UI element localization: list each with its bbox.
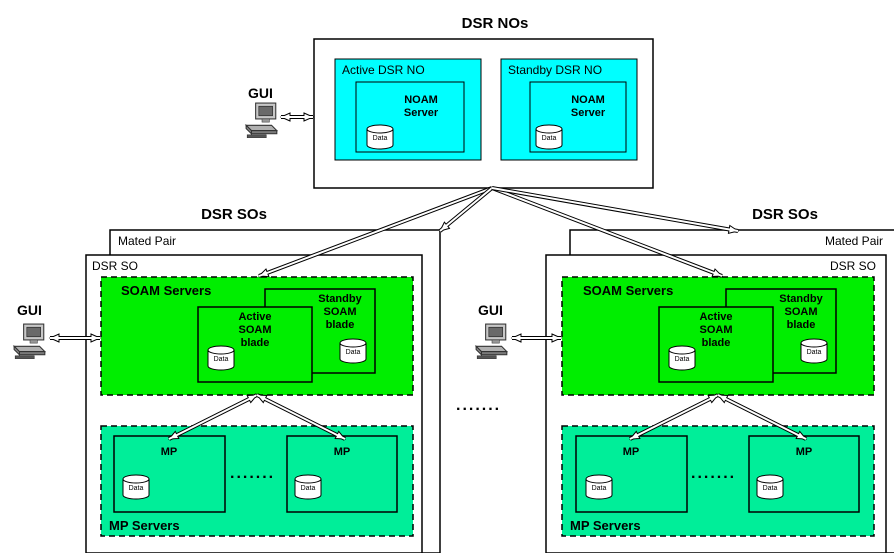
between-sites-ellipsis: .......	[456, 397, 501, 414]
standby-soam-text3-left: blade	[326, 319, 355, 331]
active-soam-text2-left: SOAM	[239, 324, 272, 336]
noam-active-data-label: Data	[373, 135, 388, 142]
noam-to-site-right-dsrso-inner	[491, 187, 723, 277]
gui-label-left: GUI	[17, 302, 42, 318]
mp-server-n-data-label-right: Data	[763, 485, 778, 492]
mp-servers-label-right: MP Servers	[570, 518, 641, 533]
soam-to-mp-right-1-inner	[629, 394, 719, 440]
active-soam-text1-right: Active	[699, 311, 732, 323]
noam-to-site-left-dsrso-inner	[258, 187, 493, 277]
gui-label-top: GUI	[248, 85, 273, 101]
dsr-nos-title: DSR NOs	[462, 15, 529, 32]
mated-pair-label-left: Mated Pair	[118, 234, 176, 248]
soam-servers-label-left: SOAM Servers	[121, 283, 211, 298]
gui-computer-icon-middle	[475, 323, 508, 359]
gui-computer-icon-top	[245, 102, 278, 138]
mp-server-1-data-label-left: Data	[129, 485, 144, 492]
standby-soam-text3-right: blade	[787, 319, 816, 331]
mp-server-n-label-left: MP	[334, 446, 351, 458]
standby-soam-text1-left: Standby	[318, 293, 362, 305]
active-soam-text2-right: SOAM	[700, 324, 733, 336]
mp-server-1-data-label-right: Data	[592, 485, 607, 492]
noam-server-active-line1: NOAM	[404, 94, 438, 106]
noam-to-site-left-mated-inner	[439, 187, 493, 232]
mp-server-n-label-right: MP	[796, 446, 813, 458]
soam-to-mp-right-n-inner	[717, 394, 807, 440]
active-soam-text3-left: blade	[241, 337, 270, 349]
gui-label-middle: GUI	[478, 302, 503, 318]
noam-server-standby-line2: Server	[571, 107, 606, 119]
standby-dsr-no-label: Standby DSR NO	[508, 63, 602, 77]
standby-soam-data-label-left: Data	[346, 349, 361, 356]
active-soam-data-label-right: Data	[675, 356, 690, 363]
standby-soam-text1-right: Standby	[779, 293, 823, 305]
dsr-sos-title-left: DSR SOs	[201, 206, 267, 223]
active-dsr-no-label: Active DSR NO	[342, 63, 425, 77]
noam-server-standby-line1: NOAM	[571, 94, 605, 106]
mp-server-1-label-left: MP	[161, 446, 178, 458]
standby-soam-data-label-right: Data	[807, 349, 822, 356]
mp-server-1-label-right: MP	[623, 446, 640, 458]
mp-servers-label-left: MP Servers	[109, 518, 180, 533]
connector-lines	[167, 186, 808, 441]
active-soam-text3-right: blade	[702, 337, 731, 349]
active-soam-data-label-left: Data	[214, 356, 229, 363]
standby-soam-text2-right: SOAM	[785, 306, 818, 318]
standby-soam-text2-left: SOAM	[324, 306, 357, 318]
noam-standby-data-label: Data	[542, 135, 557, 142]
gui-computer-icon-left	[13, 323, 46, 359]
soam-to-mp-left-n-inner	[256, 394, 346, 440]
dsr-so-label-right: DSR SO	[830, 259, 876, 273]
noam-to-site-right-mated-inner	[491, 187, 739, 232]
noam-server-active-line2: Server	[404, 107, 439, 119]
mp-ellipsis-right: .......	[691, 465, 736, 482]
active-soam-text1-left: Active	[238, 311, 271, 323]
soam-to-mp-left-1-inner	[168, 394, 258, 440]
dsr-so-label-left: DSR SO	[92, 259, 138, 273]
soam-servers-label-right: SOAM Servers	[583, 283, 673, 298]
dsr-sos-title-right: DSR SOs	[752, 206, 818, 223]
mp-server-n-data-label-left: Data	[301, 485, 316, 492]
mated-pair-label-right: Mated Pair	[825, 234, 883, 248]
mp-ellipsis-left: .......	[230, 465, 275, 482]
mp-server-1-right	[575, 435, 688, 513]
